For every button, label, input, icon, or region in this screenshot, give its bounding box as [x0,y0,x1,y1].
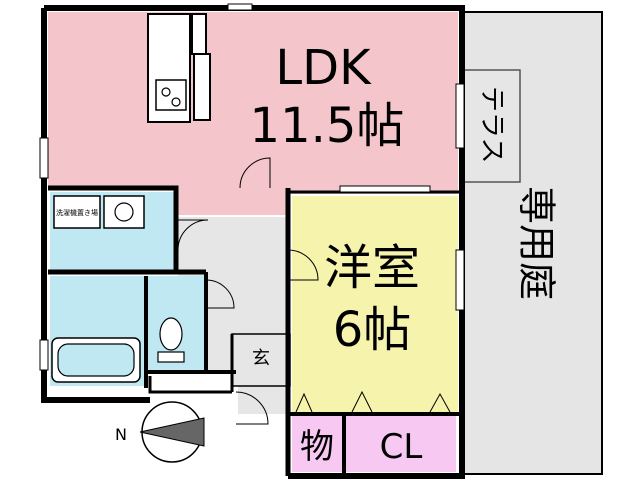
western-room [292,196,458,414]
closet-room [346,416,456,472]
ldk-size: 11.5帖 [250,98,405,154]
western-size: 6帖 [333,302,412,358]
garden-label: 専用庭 [515,186,559,300]
washer-space [53,195,101,229]
entrance-label: 玄 [252,348,270,369]
terrace-label: テラス [477,86,507,163]
western-name: 洋室 [324,240,420,296]
kitchen-counter [147,13,211,123]
windows [39,3,465,371]
wash-basin [103,195,145,229]
terrace-area [461,69,521,183]
bath-tub-inner [57,343,135,377]
storage-label: 物 [300,427,334,467]
washer-label: 洗濯機置き場 [56,208,98,217]
compass-needle-icon [139,417,205,447]
toilet-bowl [159,317,183,351]
toilet-tank [157,351,185,363]
walls [41,5,465,479]
compass: N [115,401,205,463]
closet-doors [295,390,451,413]
compass-north-label: N [115,425,127,444]
closet-label: CL [380,427,423,467]
storage-room [292,416,342,472]
doors [177,157,319,425]
basin-bowl [114,202,134,222]
ldk-name: LDK [275,40,372,96]
